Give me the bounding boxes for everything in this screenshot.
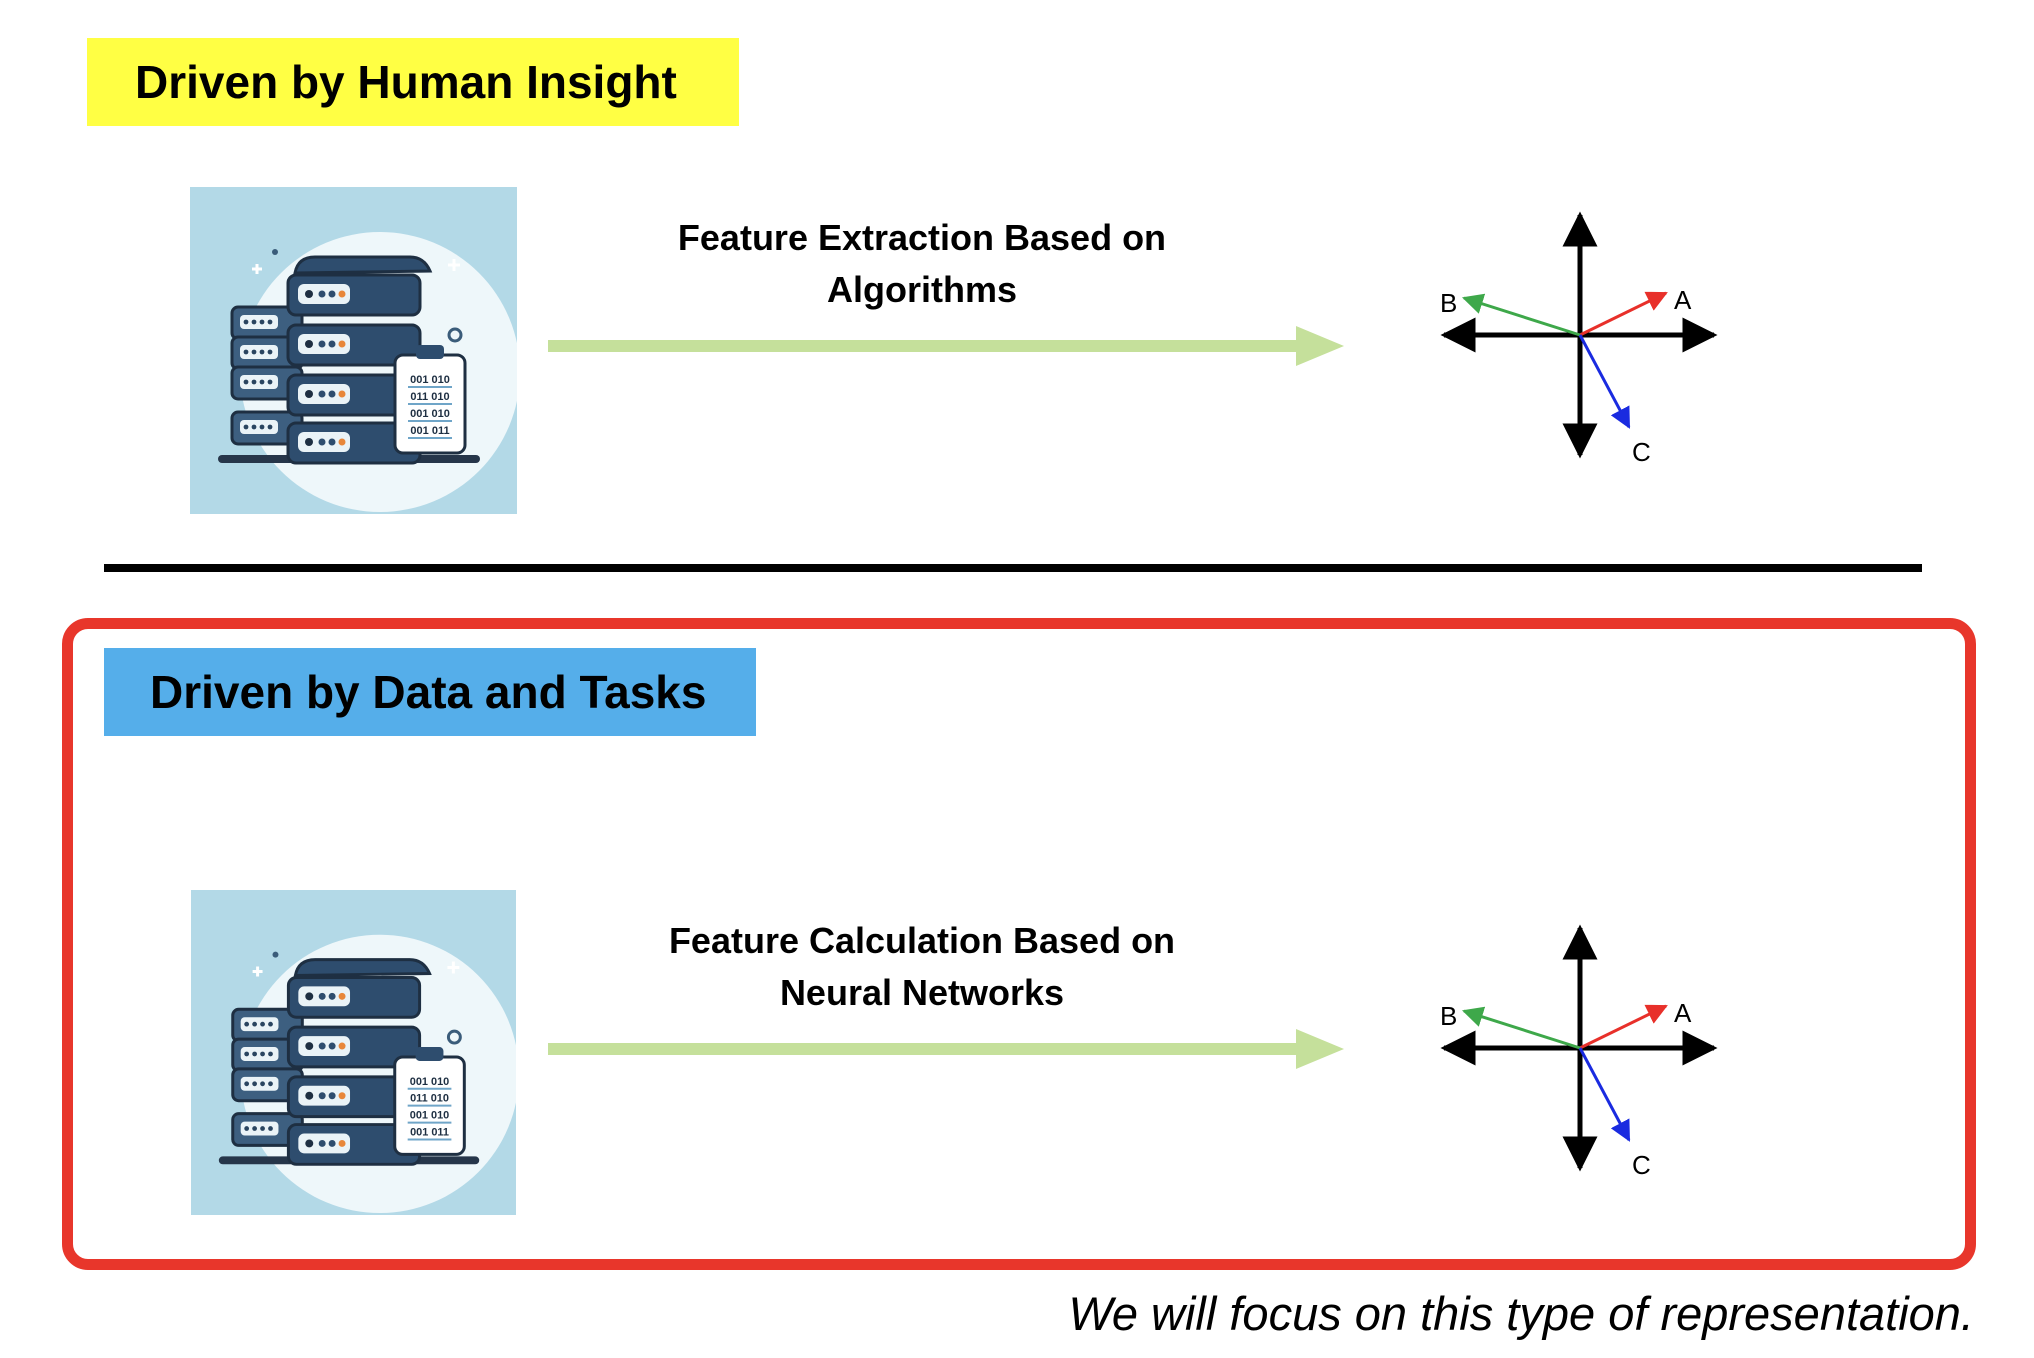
server-unit-left xyxy=(231,1037,304,1073)
vector-b-label: B xyxy=(1440,1001,1457,1031)
vector-b xyxy=(1461,1006,1581,1050)
server-unit-left xyxy=(230,335,304,371)
flow-arrow xyxy=(548,326,1344,371)
server-unit-left xyxy=(230,305,304,341)
ring-icon xyxy=(446,1029,462,1045)
server-unit xyxy=(286,421,422,465)
vector-c xyxy=(1578,334,1631,429)
server-unit xyxy=(286,273,422,317)
server-unit-left xyxy=(231,1007,304,1043)
sparkle-icon xyxy=(447,961,460,974)
server-unit xyxy=(286,373,422,417)
ring-icon xyxy=(447,327,463,343)
clipboard-icon: 001 010 011 010 001 010 001 011 xyxy=(393,1047,466,1156)
data-tasks-title-text: Driven by Data and Tasks xyxy=(150,666,707,718)
clipboard-icon: 001 010 011 010 001 010 001 011 xyxy=(393,345,467,455)
binary-code-line: 001 010 xyxy=(410,1110,449,1122)
human-insight-title-text: Driven by Human Insight xyxy=(135,56,677,108)
flow-arrow-shaft xyxy=(548,340,1300,352)
flow-arrow-head xyxy=(1296,1029,1344,1069)
sparkle-icon xyxy=(252,966,263,977)
server-cap xyxy=(293,958,432,977)
binary-code-line: 001 010 xyxy=(410,374,450,386)
server-unit xyxy=(286,1075,422,1119)
human-insight-title: Driven by Human Insight xyxy=(87,38,739,126)
feature-extraction-label: Feature Extraction Based on Algorithms xyxy=(592,212,1252,316)
feature-extraction-label-line1: Feature Extraction Based on xyxy=(677,217,1167,258)
vector-c-label: C xyxy=(1632,437,1651,467)
binary-code-line: 011 010 xyxy=(410,1093,449,1105)
server-cap xyxy=(293,255,433,275)
server-unit xyxy=(286,1025,422,1069)
feature-calculation-label-line1: Feature Calculation Based on xyxy=(668,920,1176,961)
binary-code-line: 001 011 xyxy=(410,1126,449,1138)
footnote-text: We will focus on this type of representa… xyxy=(1068,1287,1974,1340)
vector-a-label: A xyxy=(1674,998,1692,1028)
dot-icon xyxy=(272,951,279,958)
dot-icon xyxy=(272,249,278,255)
section-divider xyxy=(104,564,1922,572)
binary-code-line: 001 010 xyxy=(410,408,450,420)
binary-code-line: 001 011 xyxy=(410,425,449,437)
vector-b xyxy=(1461,293,1581,337)
vector-space-plot: A B C xyxy=(1432,205,1732,480)
flow-arrow-shaft xyxy=(548,1043,1300,1055)
highlight-frame xyxy=(62,618,1976,1270)
feature-calculation-label: Feature Calculation Based on Neural Netw… xyxy=(592,915,1252,1019)
flow-arrow xyxy=(548,1029,1344,1074)
vector-space-plot: A B C xyxy=(1432,918,1732,1193)
data-server-icon: 001 010 011 010 001 010 001 011 xyxy=(190,187,520,519)
flow-arrow-head xyxy=(1296,326,1344,366)
server-unit xyxy=(286,975,422,1019)
binary-code-line: 001 010 xyxy=(410,1076,449,1088)
sparkle-icon xyxy=(448,259,460,271)
vector-a xyxy=(1579,291,1668,337)
vector-b-label: B xyxy=(1440,288,1457,318)
vector-a xyxy=(1579,1004,1668,1050)
vector-a-label: A xyxy=(1674,285,1692,315)
vector-c-label: C xyxy=(1632,1150,1651,1180)
data-tasks-title: Driven by Data and Tasks xyxy=(104,648,756,736)
feature-extraction-label-line2: Algorithms xyxy=(826,269,1017,310)
vector-c xyxy=(1578,1047,1631,1142)
binary-code-line: 011 010 xyxy=(410,391,449,403)
data-server-icon: 001 010 011 010 001 010 001 011 xyxy=(191,890,519,1220)
feature-calculation-label-line2: Neural Networks xyxy=(779,972,1065,1013)
sparkle-icon xyxy=(252,264,262,274)
